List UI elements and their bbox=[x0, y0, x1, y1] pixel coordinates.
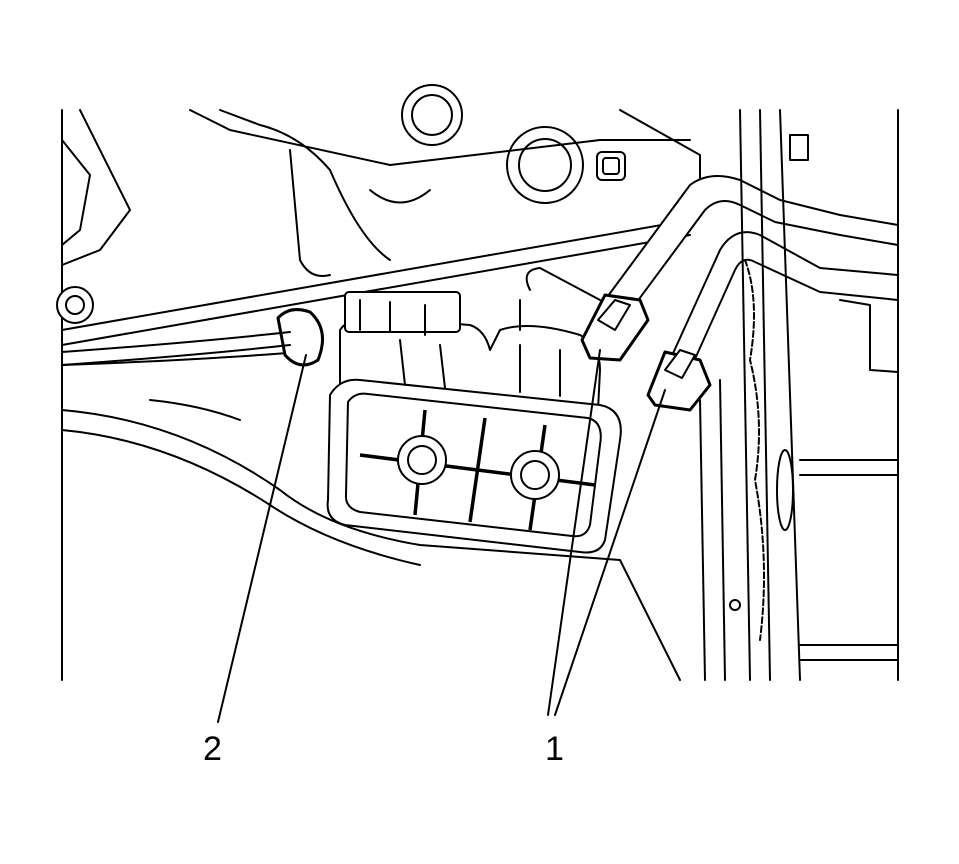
right-pillar bbox=[699, 109, 899, 681]
left-bracket bbox=[56, 109, 131, 324]
callout-1: 1 bbox=[545, 730, 564, 768]
drawing-frame bbox=[61, 109, 899, 681]
fuel-lines bbox=[519, 175, 899, 371]
callout-2: 2 bbox=[203, 730, 222, 768]
lower-floor-panel bbox=[61, 351, 681, 681]
evap-canister bbox=[326, 291, 622, 554]
leader-lines bbox=[217, 349, 666, 723]
upper-body-panel bbox=[61, 84, 701, 346]
